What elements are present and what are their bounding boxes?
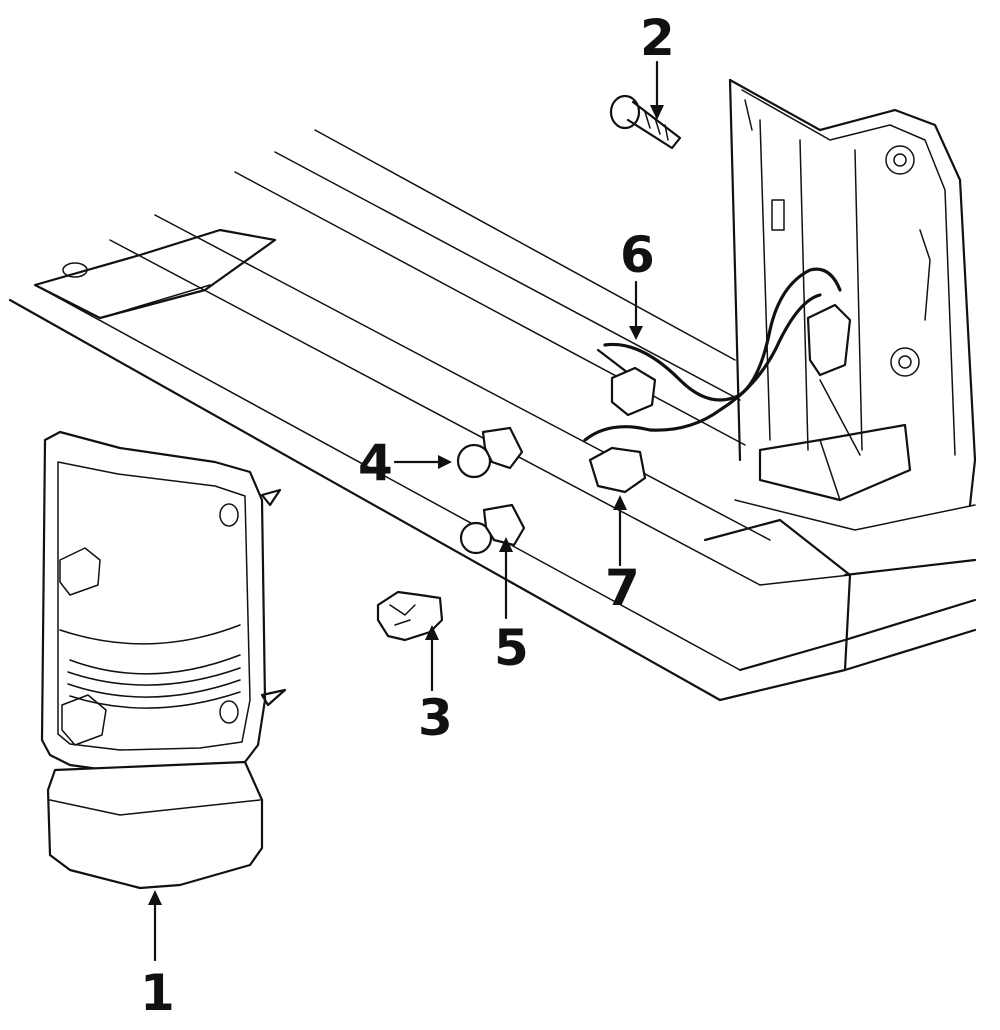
callout-1: 1 [140,964,175,1022]
bulb-part-5 [459,503,526,555]
callout-2: 2 [640,9,675,67]
callout-arrows [148,60,664,962]
callout-6: 6 [620,226,655,284]
callout-7: 7 [605,559,640,617]
tail-lamp-assembly [40,430,287,890]
truck-bed-body [8,129,977,702]
screw-part [609,94,682,150]
bulb-part-4 [456,426,524,479]
callout-3: 3 [418,689,453,747]
callout-labels: 1 2 3 4 5 6 7 [140,9,675,1022]
socket-part [376,590,444,642]
wiring-harness [583,267,861,494]
callout-4: 4 [358,434,393,492]
callout-5: 5 [494,619,529,677]
